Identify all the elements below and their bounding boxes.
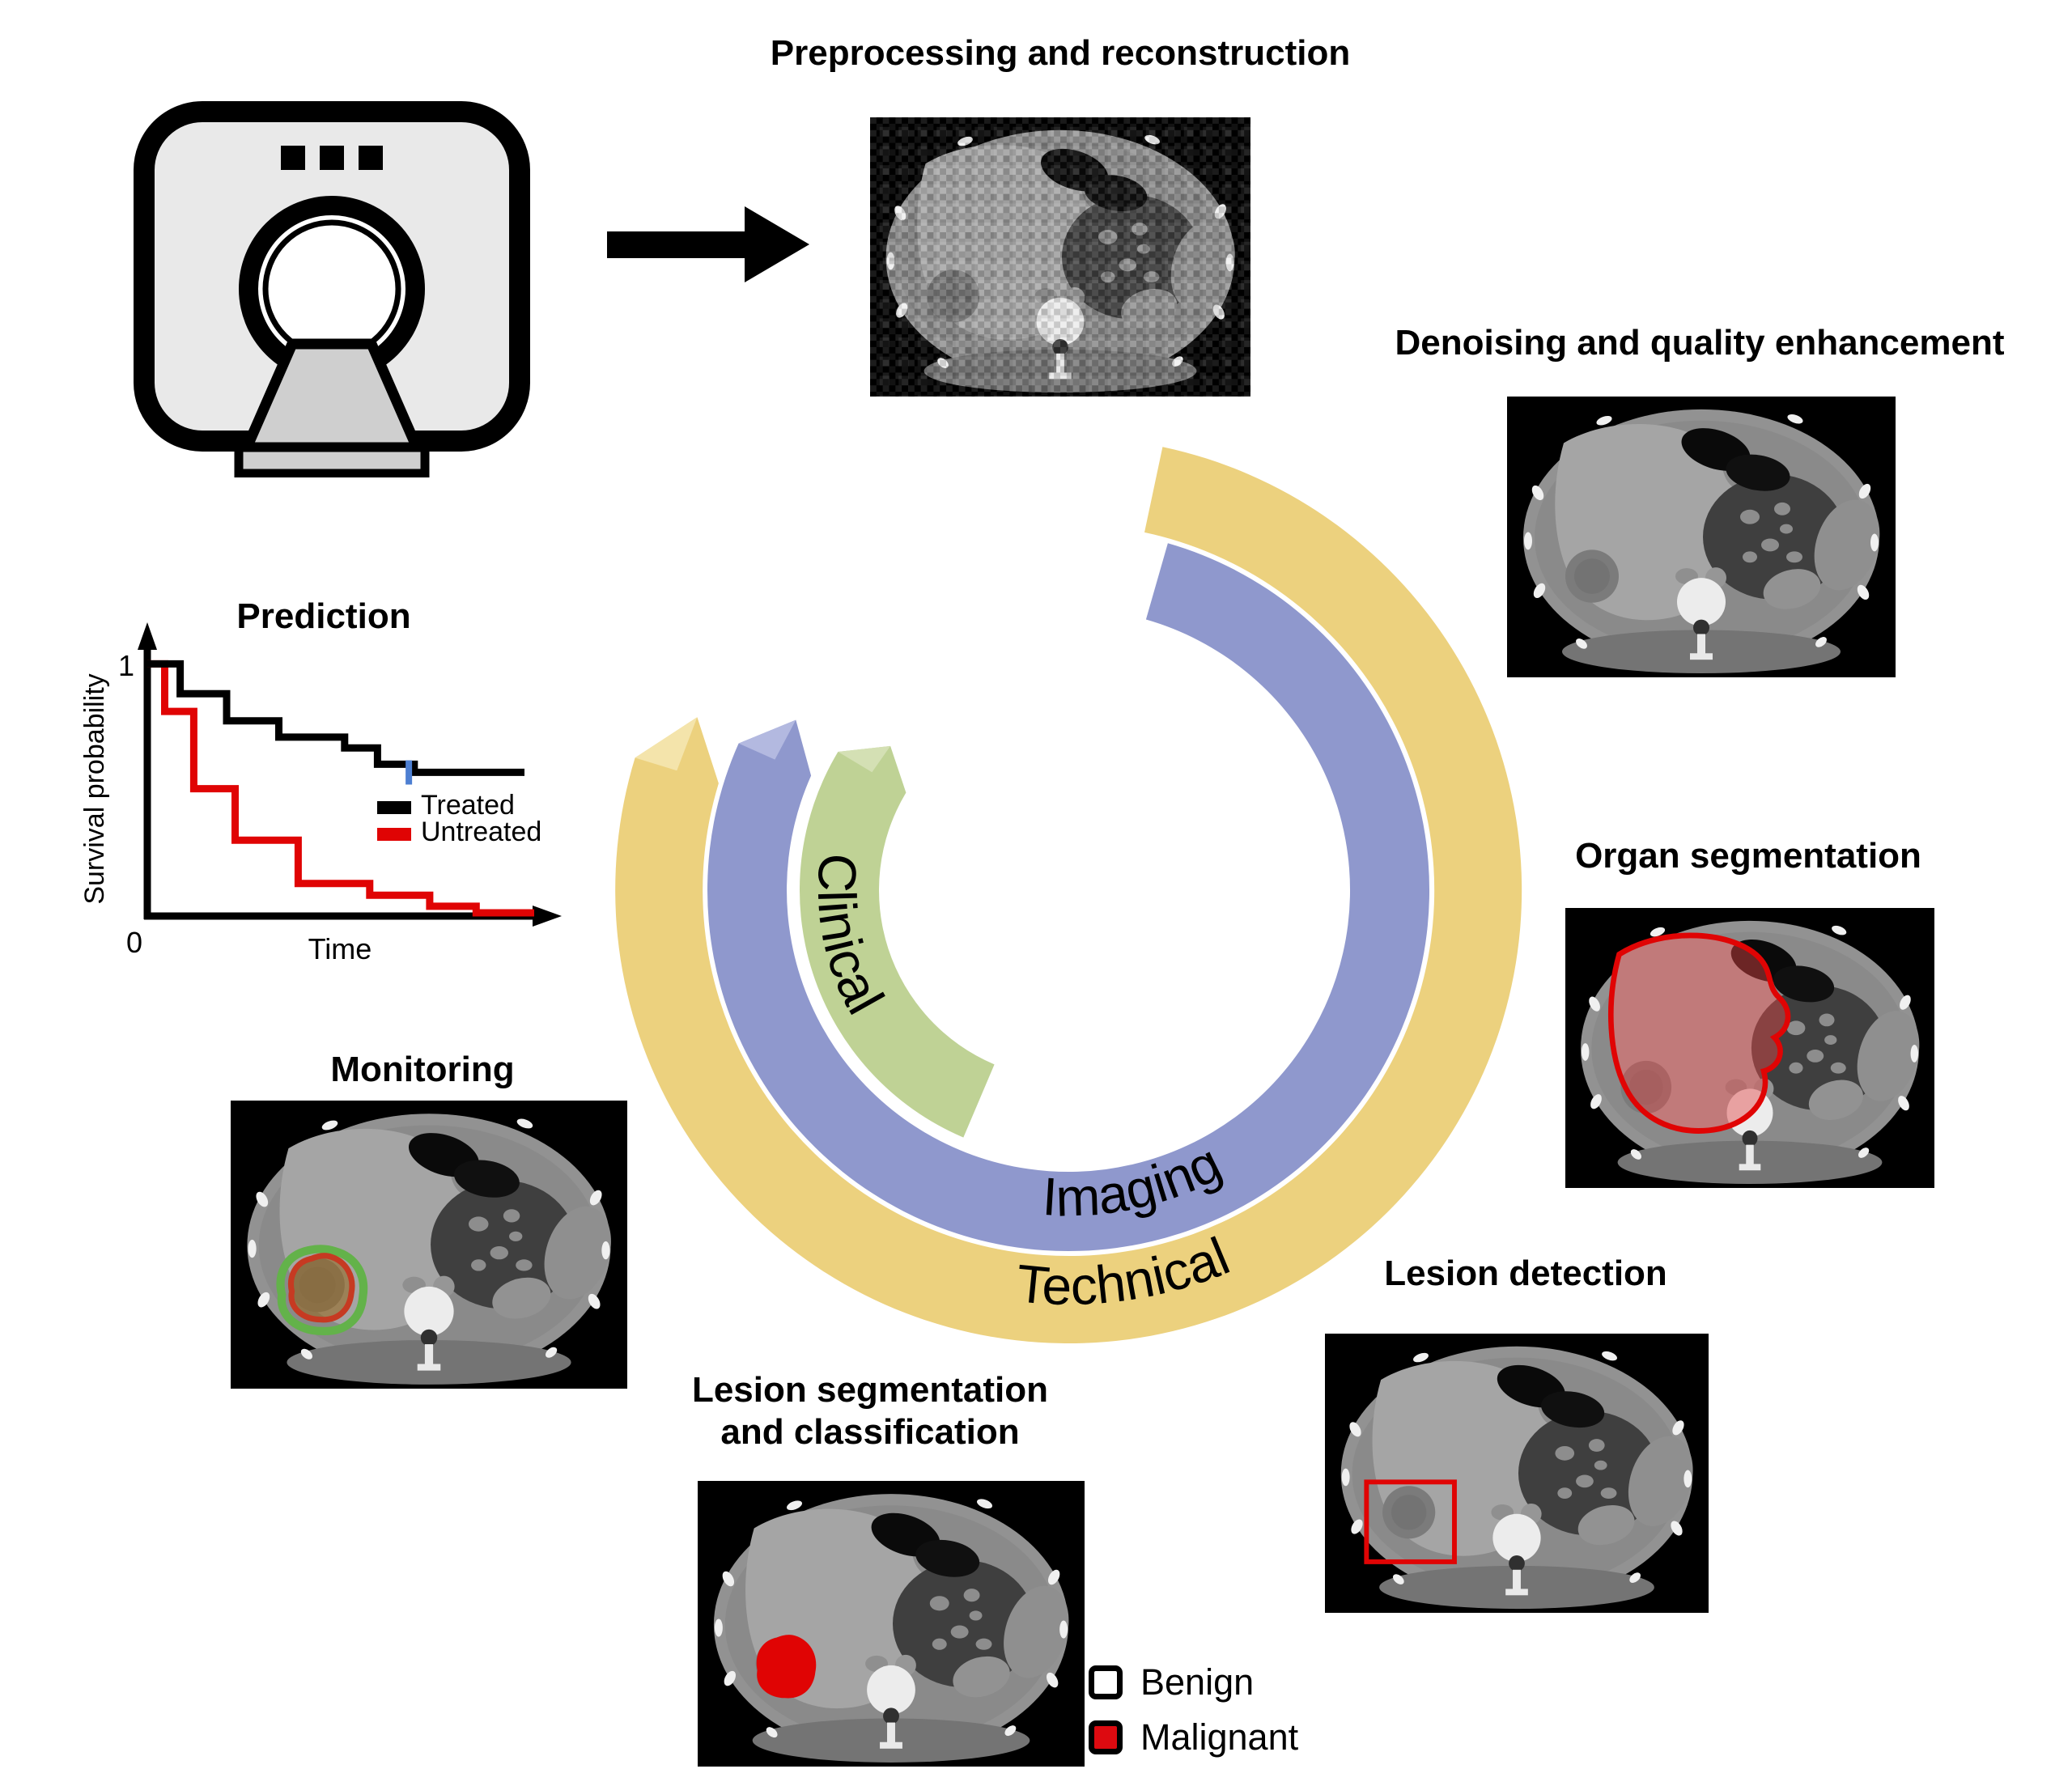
ct-image-lesion-detection — [1325, 1334, 1709, 1613]
benign-swatch — [1089, 1665, 1123, 1699]
technical-ring-arc — [615, 447, 1522, 1344]
classification-legend: Benign Malignant — [1089, 1661, 1298, 1769]
scanner-table-base — [234, 443, 430, 477]
organ-seg-title: Organ segmentation — [1575, 836, 1921, 876]
lesion-seg-title-line2: and classification — [720, 1411, 1020, 1452]
preprocessing-title: Preprocessing and reconstruction — [770, 33, 1351, 73]
ct-image-monitoring — [231, 1101, 627, 1389]
scanner-status-dots — [281, 146, 383, 170]
y-axis-arrowhead — [138, 622, 157, 650]
ct-image-preprocessing — [870, 117, 1250, 397]
lesion-seg-title-line1: Lesion segmentation — [691, 1370, 1049, 1410]
lesion-seg-title: Lesion segmentation and classification — [692, 1369, 1048, 1453]
treated-legend-swatch — [377, 801, 411, 814]
treated-survival-curve — [147, 660, 524, 776]
benign-label: Benign — [1140, 1661, 1255, 1703]
benign-legend-row: Benign — [1089, 1661, 1298, 1703]
liver-segmentation-contour — [1608, 932, 1791, 1134]
monitoring-followup-contour — [276, 1245, 368, 1335]
workflow-rings-diagram: Technical Imaging Clinical — [615, 447, 1522, 1344]
right-arrow-icon — [607, 206, 809, 282]
ct-scanner-icon — [134, 101, 530, 477]
malignant-legend-row: Malignant — [1089, 1716, 1298, 1758]
y-max-tick-label: 1 — [118, 649, 134, 682]
malignant-swatch — [1089, 1720, 1123, 1754]
untreated-survival-curve — [147, 660, 534, 917]
y-axis-label: Survival probability — [81, 673, 110, 904]
scanner-gantry-inner-ring — [262, 219, 401, 358]
technical-ring-tip-facet — [635, 717, 698, 771]
imaging-ring-tip-facet — [738, 719, 796, 760]
untreated-legend-label: Untreated — [421, 817, 541, 847]
lesion-detect-title: Lesion detection — [1384, 1254, 1667, 1293]
denoising-title: Denoising and quality enhancement — [1395, 323, 2005, 363]
lesion-segmentation-mask — [756, 1635, 817, 1699]
pixelation-overlay-2 — [870, 117, 1250, 397]
prediction-title: Prediction — [236, 596, 411, 636]
clinical-ring-tip-facet — [838, 745, 891, 773]
x-axis-arrowhead — [533, 906, 562, 927]
untreated-legend-swatch — [377, 828, 411, 841]
ct-image-organ-segmentation — [1565, 908, 1934, 1188]
x-axis-label: Time — [308, 932, 372, 965]
x-origin-tick-label: 0 — [126, 926, 142, 959]
prediction-survival-plot: 1 0 Survival probability Time Treated Un… — [81, 622, 562, 965]
malignant-label: Malignant — [1140, 1716, 1299, 1758]
clinical-ring-arc — [799, 745, 995, 1138]
imaging-ring-arc — [707, 543, 1430, 1252]
monitoring-title: Monitoring — [330, 1050, 515, 1089]
lesion-bounding-box — [1364, 1479, 1457, 1564]
ct-image-lesion-segmentation — [698, 1481, 1085, 1767]
treated-legend-label: Treated — [421, 790, 515, 821]
survival-legend: Treated Untreated — [377, 790, 541, 847]
monitoring-baseline-contour — [288, 1253, 355, 1323]
